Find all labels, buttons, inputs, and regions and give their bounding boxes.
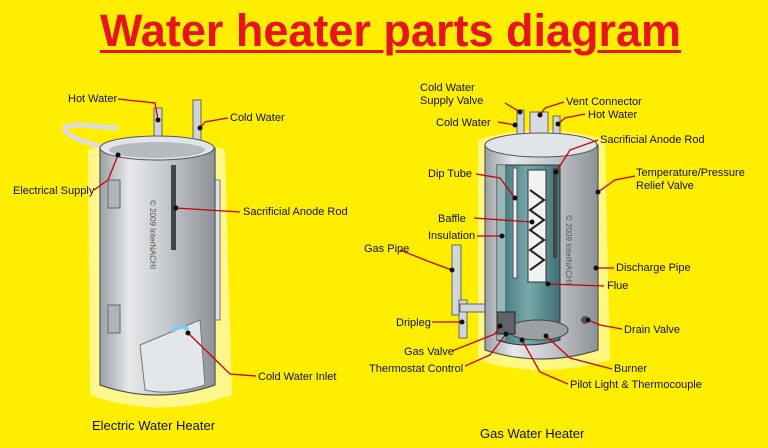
label-flue: Flue <box>607 280 628 292</box>
label-pilot-light-thermocouple: Pilot Light & Thermocouple <box>570 379 702 391</box>
label-cold-water-inlet: Cold Water Inlet <box>258 371 336 383</box>
electrical-supply-cable <box>62 122 119 151</box>
label-temp-pressure-line2: Relief Valve <box>636 180 694 192</box>
label-gas-hot-water: Hot Water <box>588 109 637 121</box>
gas-tank-top <box>484 132 598 158</box>
gas-watermark: © 2009 InterNACHI <box>564 215 573 284</box>
label-gas-cold-water: Cold Water <box>436 117 491 129</box>
gas-water-heater <box>451 109 610 370</box>
label-temp-pressure-line1: Temperature/Pressure <box>636 167 745 179</box>
lower-access-panel <box>107 304 121 334</box>
electric-cutaway <box>139 319 206 393</box>
label-electrical-supply: Electrical Supply <box>13 185 95 197</box>
electric-watermark: © 2009 InterNACHI <box>148 200 157 269</box>
label-vent-connector: Vent Connector <box>566 96 642 108</box>
gas-pipe-riser <box>451 244 462 316</box>
electric-anode-rod <box>171 165 176 250</box>
label-cold-water-supply-valve-line1: Cold Water <box>420 82 475 94</box>
cold-water-pipe <box>192 99 202 145</box>
electric-leaders <box>93 98 257 377</box>
label-insulation: Insulation <box>428 230 475 242</box>
label-cold-water-supply-valve-line2: Supply Valve <box>420 95 483 107</box>
label-electric-hot-water: Hot Water <box>68 93 117 105</box>
label-burner: Burner <box>614 363 647 375</box>
caption-electric: Electric Water Heater <box>92 418 216 433</box>
label-dip-tube: Dip Tube <box>428 168 472 180</box>
label-discharge-pipe: Discharge Pipe <box>616 262 691 274</box>
baffle <box>528 189 546 271</box>
gas-anode-rod <box>553 168 557 258</box>
insulation-layer <box>497 165 505 340</box>
label-drain-valve: Drain Valve <box>624 324 680 336</box>
label-baffle: Baffle <box>438 213 466 225</box>
label-electric-cold-water: Cold Water <box>230 112 285 124</box>
caption-gas: Gas Water Heater <box>480 426 585 441</box>
dip-tube <box>512 167 518 279</box>
combustion-chamber <box>507 319 569 341</box>
label-gas-pipe: Gas Pipe <box>364 243 409 255</box>
label-dripleg: Dripleg <box>396 317 431 329</box>
gas-control-valve <box>496 311 516 335</box>
label-gas-valve: Gas Valve <box>404 346 454 358</box>
page-title: Water heater parts diagram <box>100 5 682 56</box>
label-electric-anode-rod: Sacrificial Anode Rod <box>243 206 348 218</box>
upper-access-panel <box>107 179 121 209</box>
dripleg-pipe <box>458 299 468 339</box>
cold-water-inlet-arrow <box>170 324 190 334</box>
label-gas-anode-rod: Sacrificial Anode Rod <box>600 134 705 146</box>
label-thermostat-control: Thermostat Control <box>369 363 463 375</box>
gas-leaders <box>399 101 636 385</box>
